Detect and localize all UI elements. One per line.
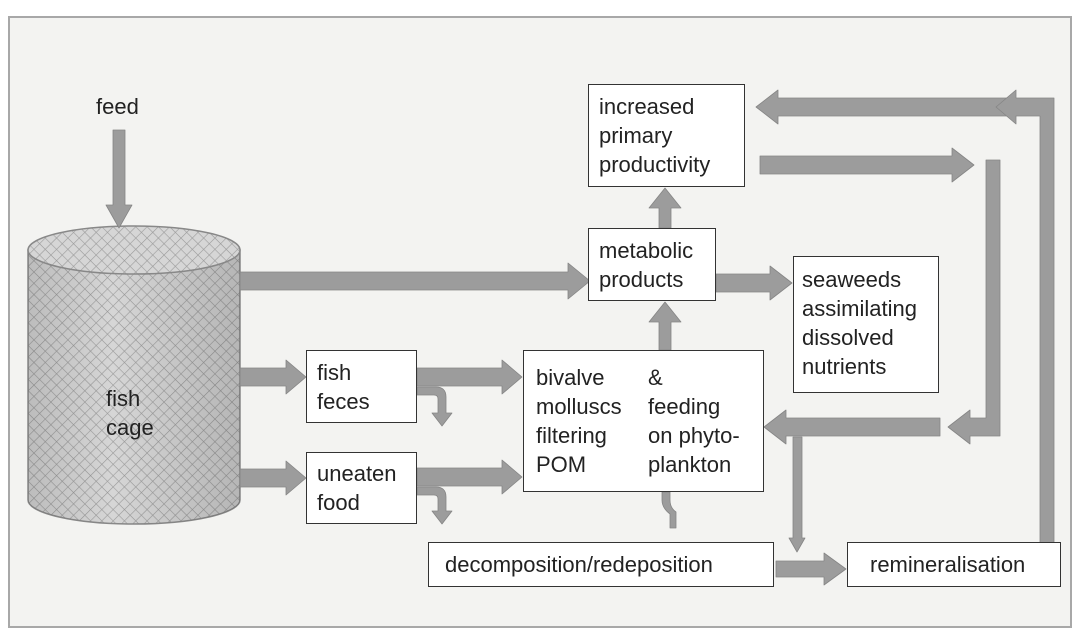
arrow-feces-to-bivalve (416, 359, 523, 395)
arrow-bivalve-to-metabolic (648, 301, 682, 351)
arrow-uneaten-down (416, 486, 453, 525)
arrow-decomp-to-remin (775, 552, 847, 586)
bivalve-left-label: bivalve molluscs filtering POM (536, 365, 622, 477)
arrow-productivity-right (759, 147, 975, 183)
arrow-uneaten-to-bivalve (416, 459, 523, 495)
metabolic-products-label: metabolic products (599, 238, 694, 292)
box-remineralisation: remineralisation (847, 542, 1061, 587)
arrow-right-column-down (947, 159, 1001, 445)
box-metabolic-products: metabolic products (588, 228, 716, 301)
box-decomposition: decomposition/redeposition (428, 542, 774, 587)
arrow-cage-to-feces (239, 359, 307, 395)
box-bivalve-molluscs: bivalve molluscs filtering POM & feeding… (523, 350, 764, 492)
fish-cage (27, 225, 241, 525)
increased-primary-productivity-label: increased primary productivity (599, 94, 711, 177)
box-fish-feces: fish feces (306, 350, 417, 423)
decomposition-label: decomposition/redeposition (445, 552, 713, 577)
uneaten-food-label: uneaten food (317, 461, 397, 515)
arrow-metabolic-to-seaweeds (715, 265, 793, 301)
arrow-bivalve-down (661, 491, 677, 529)
arrow-metabolic-to-productivity (648, 187, 682, 229)
arrow-cage-to-metabolic (239, 262, 591, 300)
arrow-into-bivalve (763, 409, 941, 445)
arrow-into-productivity (755, 89, 1011, 125)
box-increased-primary-productivity: increased primary productivity (588, 84, 745, 187)
arrow-feces-down (416, 386, 453, 427)
arrow-cage-to-uneaten (239, 460, 307, 496)
box-seaweeds: seaweeds assimilating dissolved nutrient… (793, 256, 939, 393)
seaweeds-label: seaweeds assimilating dissolved nutrient… (802, 267, 917, 379)
arrow-remin-up (995, 89, 1055, 547)
box-uneaten-food: uneaten food (306, 452, 417, 524)
remineralisation-label: remineralisation (870, 552, 1026, 577)
fish-cage-label: fish cage (106, 386, 154, 440)
arrow-feed-down (105, 129, 133, 229)
arrow-to-decomposition (788, 436, 806, 553)
bivalve-right-label: & feeding on phyto- plankton (648, 365, 740, 477)
feed-label: feed (96, 94, 139, 119)
fish-feces-label: fish feces (317, 360, 370, 414)
